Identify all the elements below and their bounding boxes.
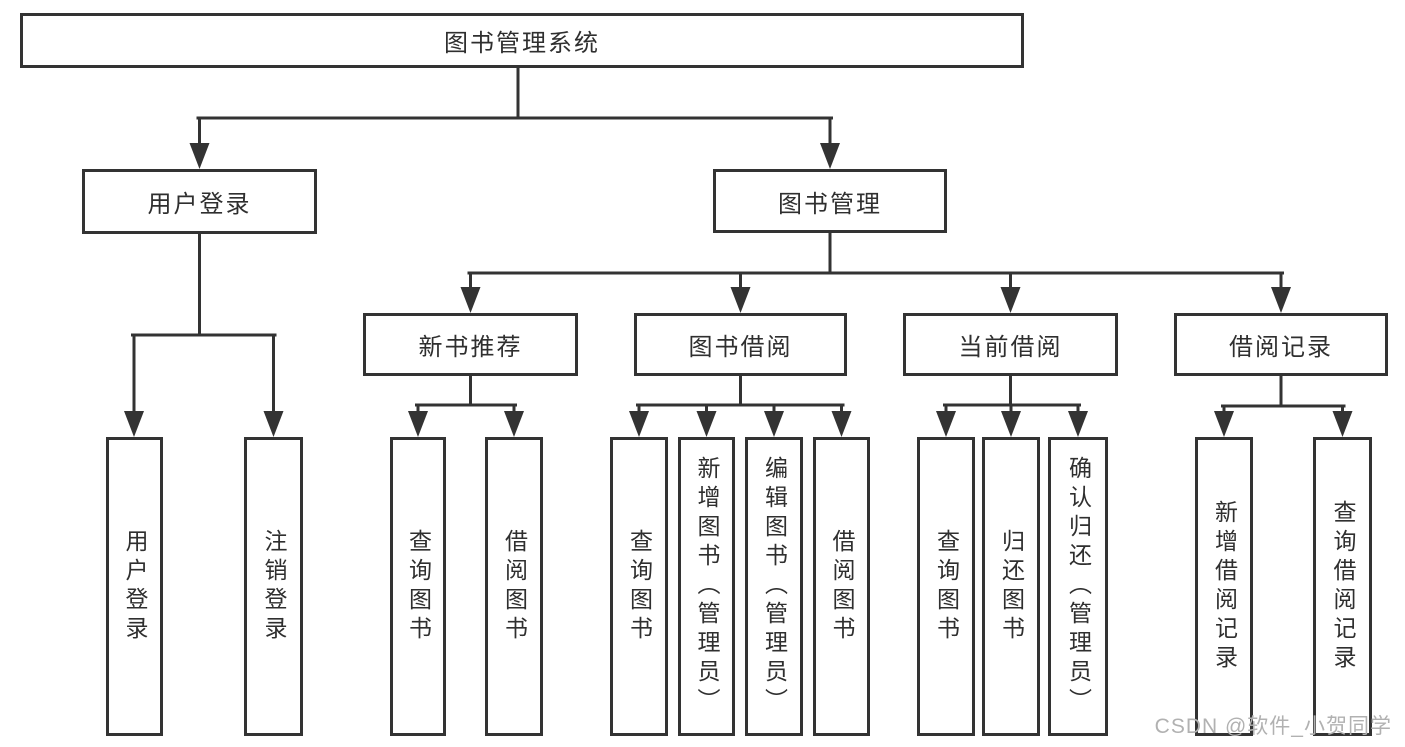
leaf-logout-label: 注销登录 (261, 528, 287, 645)
node-book-borrow-label: 图书借阅 (688, 334, 793, 361)
leaf-records-query-record-label: 查询借阅记录 (1330, 499, 1356, 674)
node-current-borrow-label: 当前借阅 (958, 334, 1063, 361)
node-current-borrow: 当前借阅 (903, 313, 1118, 376)
leaf-borrow-add-book-admin-label: 新增图书（管理员） (694, 456, 720, 717)
leaf-current-confirm-return-admin-label: 确认归还（管理员） (1065, 456, 1092, 717)
leaf-newbook-borrow-books-label: 借阅图书 (501, 528, 528, 645)
leaf-records-add-record: 新增借阅记录 (1195, 437, 1253, 736)
leaf-borrow-add-book-admin: 新增图书（管理员） (678, 437, 735, 736)
connector-book-mgmt-to-level3 (460, 233, 1291, 313)
connector-borrow-records-to-leaves (1214, 376, 1353, 437)
connector-user-login-to-leaves (124, 234, 284, 437)
leaf-current-query-books-label: 查询图书 (933, 528, 960, 645)
leaf-current-confirm-return-admin: 确认归还（管理员） (1048, 437, 1108, 736)
connector-current-borrow-to-leaves (936, 376, 1088, 437)
watermark: CSDN @软件_小贺同学 (1154, 715, 1392, 738)
connector-root-to-level2 (189, 68, 840, 169)
leaf-borrow-edit-book-admin: 编辑图书（管理员） (745, 437, 803, 736)
node-borrow-records: 借阅记录 (1174, 313, 1388, 376)
leaf-borrow-query-books-label: 查询图书 (626, 528, 653, 645)
connector-book-borrow-to-leaves (629, 376, 852, 437)
connector-new-book-to-leaves (408, 376, 524, 437)
leaf-current-query-books: 查询图书 (917, 437, 975, 736)
leaf-newbook-query-books: 查询图书 (390, 437, 446, 736)
node-new-book-recommend: 新书推荐 (363, 313, 578, 376)
leaf-borrow-edit-book-admin-label: 编辑图书（管理员） (761, 456, 788, 717)
leaf-logout: 注销登录 (244, 437, 303, 736)
leaf-borrow-query-books: 查询图书 (610, 437, 668, 736)
node-book-borrow: 图书借阅 (634, 313, 847, 376)
leaf-newbook-query-books-label: 查询图书 (405, 528, 432, 645)
leaf-current-return-books-label: 归还图书 (998, 528, 1025, 645)
leaf-current-return-books: 归还图书 (982, 437, 1040, 736)
node-user-login: 用户登录 (82, 169, 317, 234)
node-book-management-label: 图书管理 (778, 190, 882, 218)
leaf-borrow-borrow-books: 借阅图书 (813, 437, 870, 736)
node-new-book-recommend-label: 新书推荐 (418, 334, 523, 361)
leaf-records-add-record-label: 新增借阅记录 (1211, 499, 1238, 674)
leaf-newbook-borrow-books: 借阅图书 (485, 437, 543, 736)
leaf-records-query-record: 查询借阅记录 (1313, 437, 1372, 736)
node-user-login-label: 用户登录 (147, 191, 252, 218)
node-borrow-records-label: 借阅记录 (1229, 334, 1333, 361)
leaf-user-login-label: 用户登录 (122, 528, 148, 645)
node-book-management: 图书管理 (713, 169, 947, 233)
node-root: 图书管理系统 (20, 13, 1024, 68)
leaf-borrow-borrow-books-label: 借阅图书 (829, 528, 855, 645)
node-root-label: 图书管理系统 (444, 30, 600, 57)
leaf-user-login: 用户登录 (106, 437, 163, 736)
